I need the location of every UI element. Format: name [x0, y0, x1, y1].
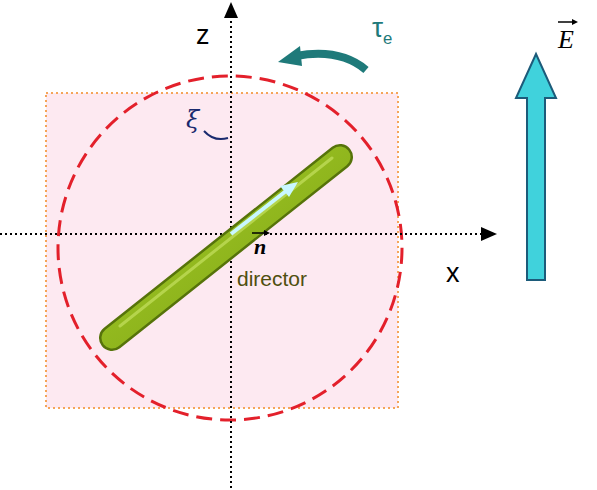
director-label: director — [237, 268, 307, 289]
director-arrow-head — [280, 182, 298, 197]
field-arrow — [516, 54, 556, 280]
vector-mark-head — [572, 19, 578, 25]
director-arrow — [231, 191, 286, 234]
vector-mark — [252, 232, 266, 234]
axis-label: x — [446, 260, 460, 287]
torque-arrow — [296, 54, 366, 70]
angle-arc — [204, 131, 228, 139]
vector-label: n — [254, 236, 266, 258]
torque-arrow-head — [278, 46, 302, 66]
vector-mark — [558, 21, 574, 23]
z-axis-head — [224, 2, 238, 18]
torque-label: τe — [372, 14, 392, 47]
rod-outline — [112, 157, 340, 338]
x-axis-head — [481, 227, 497, 241]
rod-highlight — [120, 158, 332, 326]
rod — [112, 157, 340, 338]
angle-label: ξ — [186, 108, 199, 132]
vector-label: E — [558, 27, 574, 53]
axis-label: z — [196, 22, 210, 49]
